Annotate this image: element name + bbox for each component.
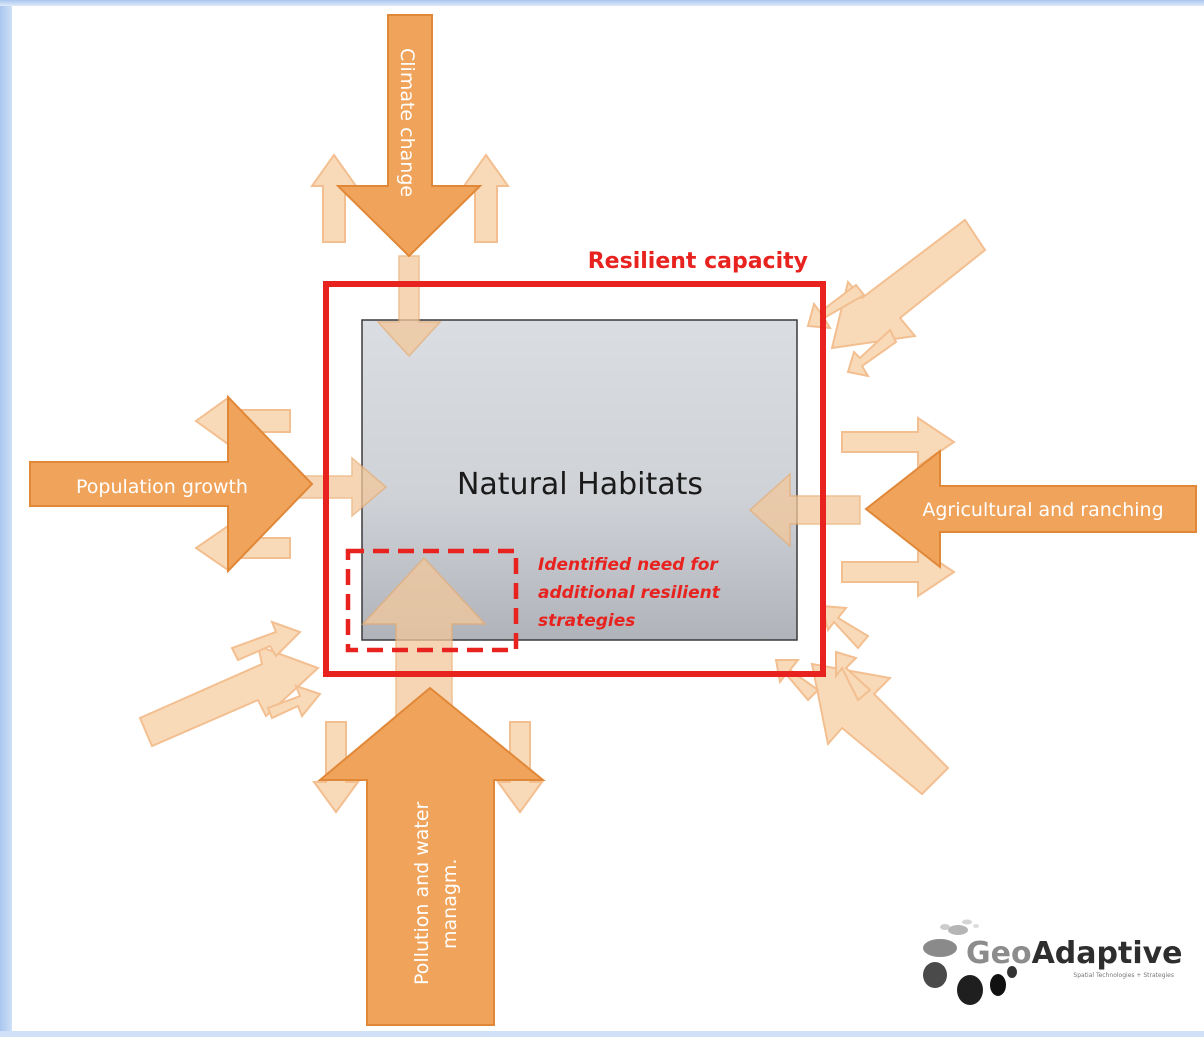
faded-arrows bbox=[138, 153, 987, 814]
pollution-water-line-1: Pollution and water bbox=[411, 801, 433, 985]
identified-need-line-2: additional resilient bbox=[538, 583, 721, 603]
faded-arrow-top-left bbox=[310, 153, 358, 243]
logo-tagline: Spatial Technologies + Strategies bbox=[1073, 972, 1174, 979]
climate-change-arrow bbox=[335, 14, 483, 258]
pollution-water-line-2: managm. bbox=[439, 859, 461, 949]
resilient-capacity-label: Resilient capacity bbox=[588, 249, 808, 274]
faded-arrow-diagonal-top-right bbox=[830, 218, 987, 350]
population-growth-arrow bbox=[29, 394, 314, 574]
slide-frame-top bbox=[0, 0, 1204, 6]
agricultural-ranching-label: Agricultural and ranching bbox=[922, 499, 1163, 521]
penetrating-arrow-left bbox=[299, 456, 388, 518]
faded-arrow-right-bottom bbox=[841, 546, 956, 598]
penetrating-arrow-right bbox=[748, 472, 861, 548]
main-arrows bbox=[29, 14, 1197, 1026]
natural-habitats-label: Natural Habitats bbox=[457, 467, 703, 502]
faded-arrow-diagonal-top-right-small-2 bbox=[846, 328, 898, 378]
faded-arrow-diagonal-bottom-left-small-1 bbox=[230, 620, 302, 662]
resilient-capacity-frame bbox=[323, 281, 826, 677]
faded-arrow-diagonal-bottom-left bbox=[138, 644, 320, 748]
logo-wordmark: GeoAdaptive bbox=[966, 936, 1183, 971]
population-growth-label: Population growth bbox=[76, 476, 248, 498]
identified-need-line-1: Identified need for bbox=[538, 555, 719, 575]
agricultural-ranching-arrow bbox=[864, 448, 1197, 570]
climate-change-label: Climate change bbox=[396, 48, 418, 197]
geoadaptive-logo: GeoAdaptive Spatial Technologies + Strat… bbox=[923, 919, 1183, 1005]
logo-wordmark-adaptive: Adaptive bbox=[1032, 936, 1183, 971]
slide-frame-bottom bbox=[0, 1031, 1204, 1037]
faded-arrow-diagonal-bottom-left-small-2 bbox=[266, 684, 322, 720]
identified-need-label: Identified need for additional resilient… bbox=[538, 555, 726, 631]
slide-frame-left bbox=[0, 0, 12, 1037]
penetrating-arrow-top bbox=[376, 255, 442, 358]
pollution-water-label: Pollution and water managm. bbox=[411, 796, 461, 985]
faded-arrow-diagonal-bottom-right bbox=[810, 662, 950, 796]
logo-wordmark-geo: Geo bbox=[966, 936, 1032, 971]
penetrating-arrow-bottom bbox=[361, 556, 487, 721]
faded-arrow-diagonal-bottom-right-small-3 bbox=[835, 650, 872, 702]
identified-need-box bbox=[345, 548, 519, 653]
penetrating-arrows bbox=[299, 255, 861, 721]
faded-arrow-top-right bbox=[462, 153, 510, 243]
identified-need-line-3: strategies bbox=[538, 611, 635, 631]
pollution-water-arrow bbox=[317, 686, 546, 1026]
logo-mark-icon bbox=[923, 919, 1017, 1005]
faded-arrow-diagonal-bottom-right-small-1 bbox=[820, 604, 870, 650]
